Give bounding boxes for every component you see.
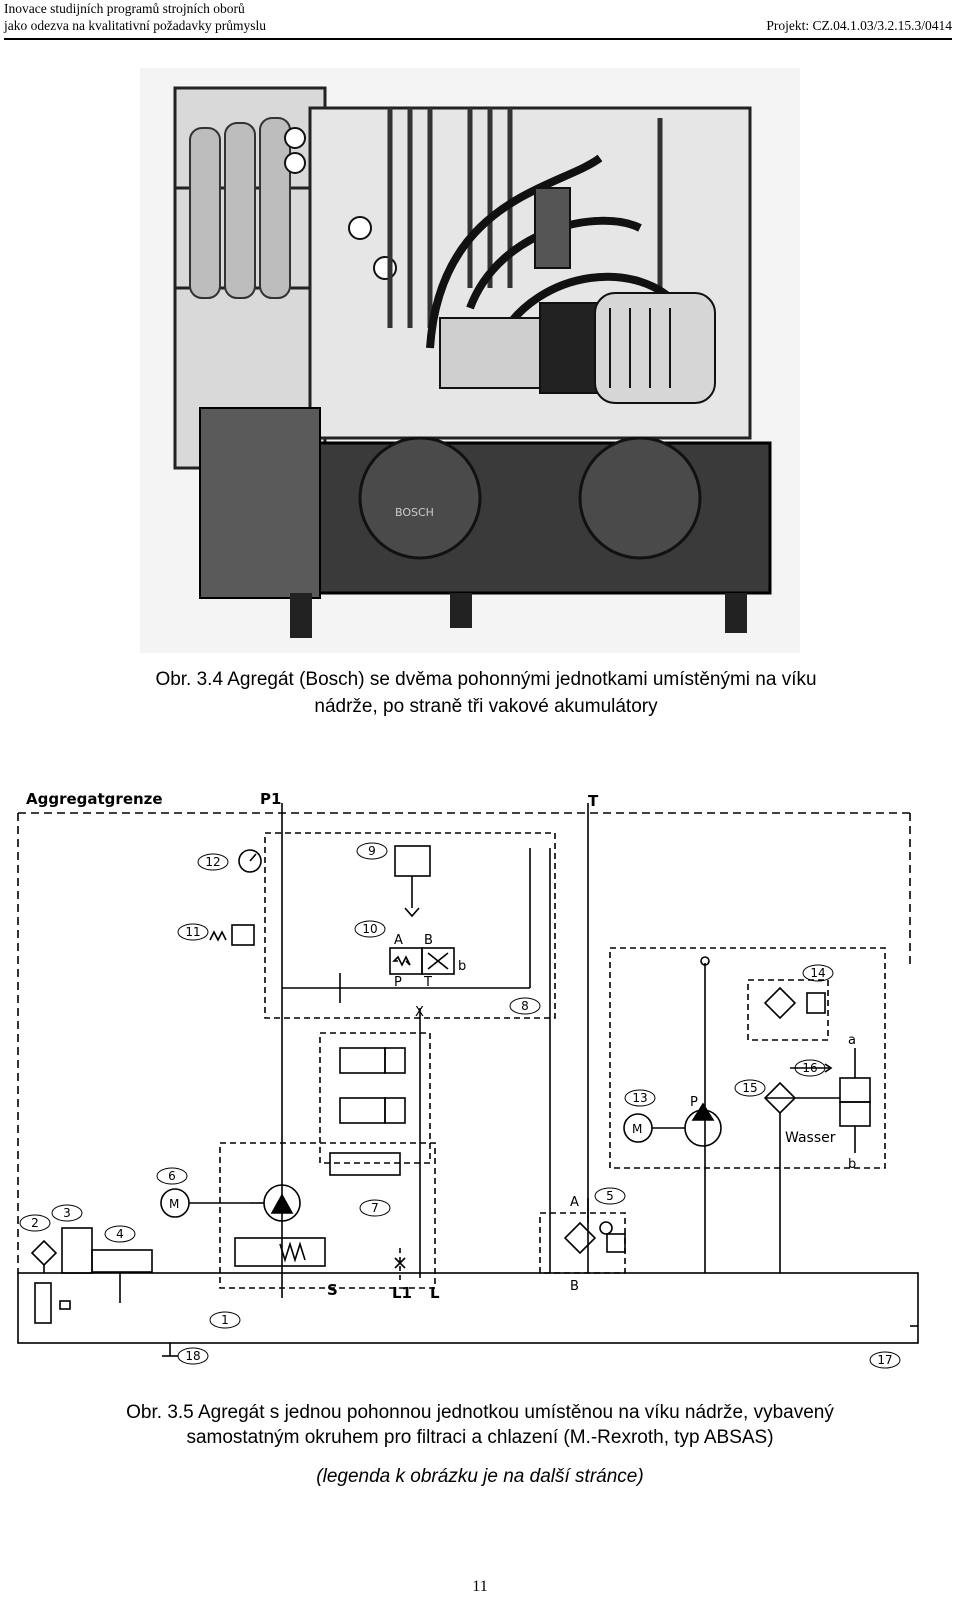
figure-3-4-caption-line-1: Obr. 3.4 Agregát (Bosch) se dvěma pohonn…	[155, 669, 817, 690]
callout-3: 3	[51, 1204, 83, 1222]
figure-3-4-caption: Obr. 3.4 Agregát (Bosch) se dvěma pohonn…	[36, 666, 936, 720]
svg-text:9: 9	[368, 844, 376, 858]
callout-7: 7	[359, 1199, 391, 1217]
label-pump-p: P	[690, 1095, 698, 1110]
svg-text:3: 3	[63, 1206, 71, 1220]
svg-text:7: 7	[371, 1201, 379, 1215]
label-valve-b: B	[424, 933, 433, 948]
label-cooler-b-lower: b	[848, 1157, 856, 1172]
svg-text:18: 18	[185, 1349, 200, 1363]
svg-text:6: 6	[168, 1169, 176, 1183]
svg-text:4: 4	[116, 1227, 124, 1241]
label-x: X	[415, 1005, 424, 1020]
figure-3-5-caption-line-1: Obr. 3.5 Agregát s jednou pohonnou jedno…	[126, 1402, 834, 1423]
callout-10: 10	[354, 920, 386, 938]
svg-text:10: 10	[362, 922, 377, 936]
label-filter-b: B	[570, 1279, 579, 1294]
label-l1: L1	[392, 1284, 412, 1302]
callout-16: 16	[794, 1059, 826, 1077]
label-s: S	[327, 1281, 338, 1299]
header-line-2: jako odezva na kvalitativní požadavky pr…	[4, 18, 267, 33]
label-p1: P1	[260, 790, 281, 808]
callout-14: 14	[802, 964, 834, 982]
project-code: Projekt: CZ.04.1.03/3.2.15.3/0414	[766, 18, 952, 33]
callout-9: 9	[356, 842, 388, 860]
header-line-1: Inovace studijních programů strojních ob…	[4, 1, 245, 16]
callout-8: 8	[509, 997, 541, 1015]
callout-17: 17	[869, 1351, 901, 1369]
page-number: 11	[472, 1578, 488, 1595]
label-aggregatgrenze: Aggregatgrenze	[26, 790, 163, 808]
callout-5: 5	[594, 1187, 626, 1205]
figure-3-4-caption-line-2: nádrže, po straně tři vakové akumulátory	[314, 696, 658, 717]
label-t: T	[588, 792, 599, 810]
svg-text:17: 17	[877, 1353, 892, 1367]
figure-3-5-caption-line-2: samostatným okruhem pro filtraci a chlaz…	[186, 1427, 774, 1448]
header-left: Inovace studijních programů strojních ob…	[4, 0, 266, 34]
svg-text:14: 14	[810, 966, 825, 980]
callout-18: 18	[177, 1347, 209, 1365]
svg-text:2: 2	[31, 1216, 39, 1230]
callout-15: 15	[734, 1079, 766, 1097]
label-wasser: Wasser	[785, 1130, 836, 1146]
label-l: L	[430, 1284, 440, 1302]
page-header: Inovace studijních programů strojních ob…	[4, 0, 952, 40]
label-valve-b-lower: b	[458, 959, 466, 974]
callout-13: 13	[624, 1089, 656, 1107]
label-valve-a: A	[394, 933, 403, 948]
svg-text:13: 13	[632, 1091, 647, 1105]
svg-text:16: 16	[802, 1061, 817, 1075]
hydraulic-unit-photo: BOSCH	[140, 68, 800, 653]
figure-3-5-caption: Obr. 3.5 Agregát s jednou pohonnou jedno…	[12, 1400, 948, 1450]
label-valve-p: P	[394, 975, 402, 990]
callout-11: 11	[177, 923, 209, 941]
callout-1: 1	[209, 1311, 241, 1329]
callout-6: 6	[156, 1167, 188, 1185]
callout-2: 2	[19, 1214, 51, 1232]
label-filter-a: A	[570, 1195, 579, 1210]
svg-text:15: 15	[742, 1081, 757, 1095]
svg-text:8: 8	[521, 999, 529, 1013]
callout-4: 4	[104, 1225, 136, 1243]
photo-badge: BOSCH	[395, 506, 434, 519]
svg-text:1: 1	[221, 1313, 229, 1327]
label-cooler-a-lower: a	[848, 1033, 856, 1048]
legend-note: (legenda k obrázku je na další stránce)	[316, 1466, 644, 1487]
label-valve-t: T	[423, 975, 432, 990]
label-motor-m-2: M	[632, 1122, 642, 1136]
svg-text:5: 5	[606, 1189, 614, 1203]
svg-text:11: 11	[185, 925, 200, 939]
callout-12: 12	[197, 853, 229, 871]
svg-text:12: 12	[205, 855, 220, 869]
hydraulic-schematic: Aggregatgrenze P1 T S L1 L X A B A B P T…	[17, 790, 919, 1369]
label-motor-m: M	[169, 1197, 179, 1211]
